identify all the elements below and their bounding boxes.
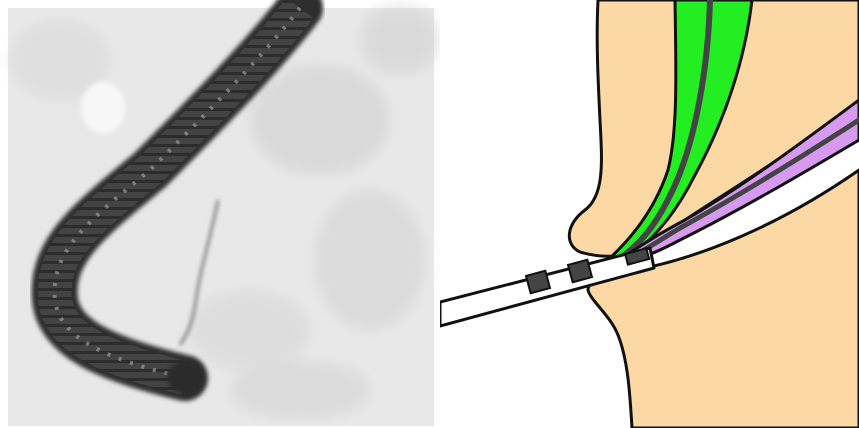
cannula-marker-2 bbox=[568, 260, 592, 283]
diagram-svg bbox=[440, 0, 859, 428]
schematic-diagram bbox=[440, 0, 859, 428]
bright-blob bbox=[81, 82, 125, 134]
cannula-marker-1 bbox=[526, 271, 550, 294]
fluoroscopy-svg bbox=[0, 0, 440, 428]
fluoroscopy-image bbox=[0, 0, 440, 428]
